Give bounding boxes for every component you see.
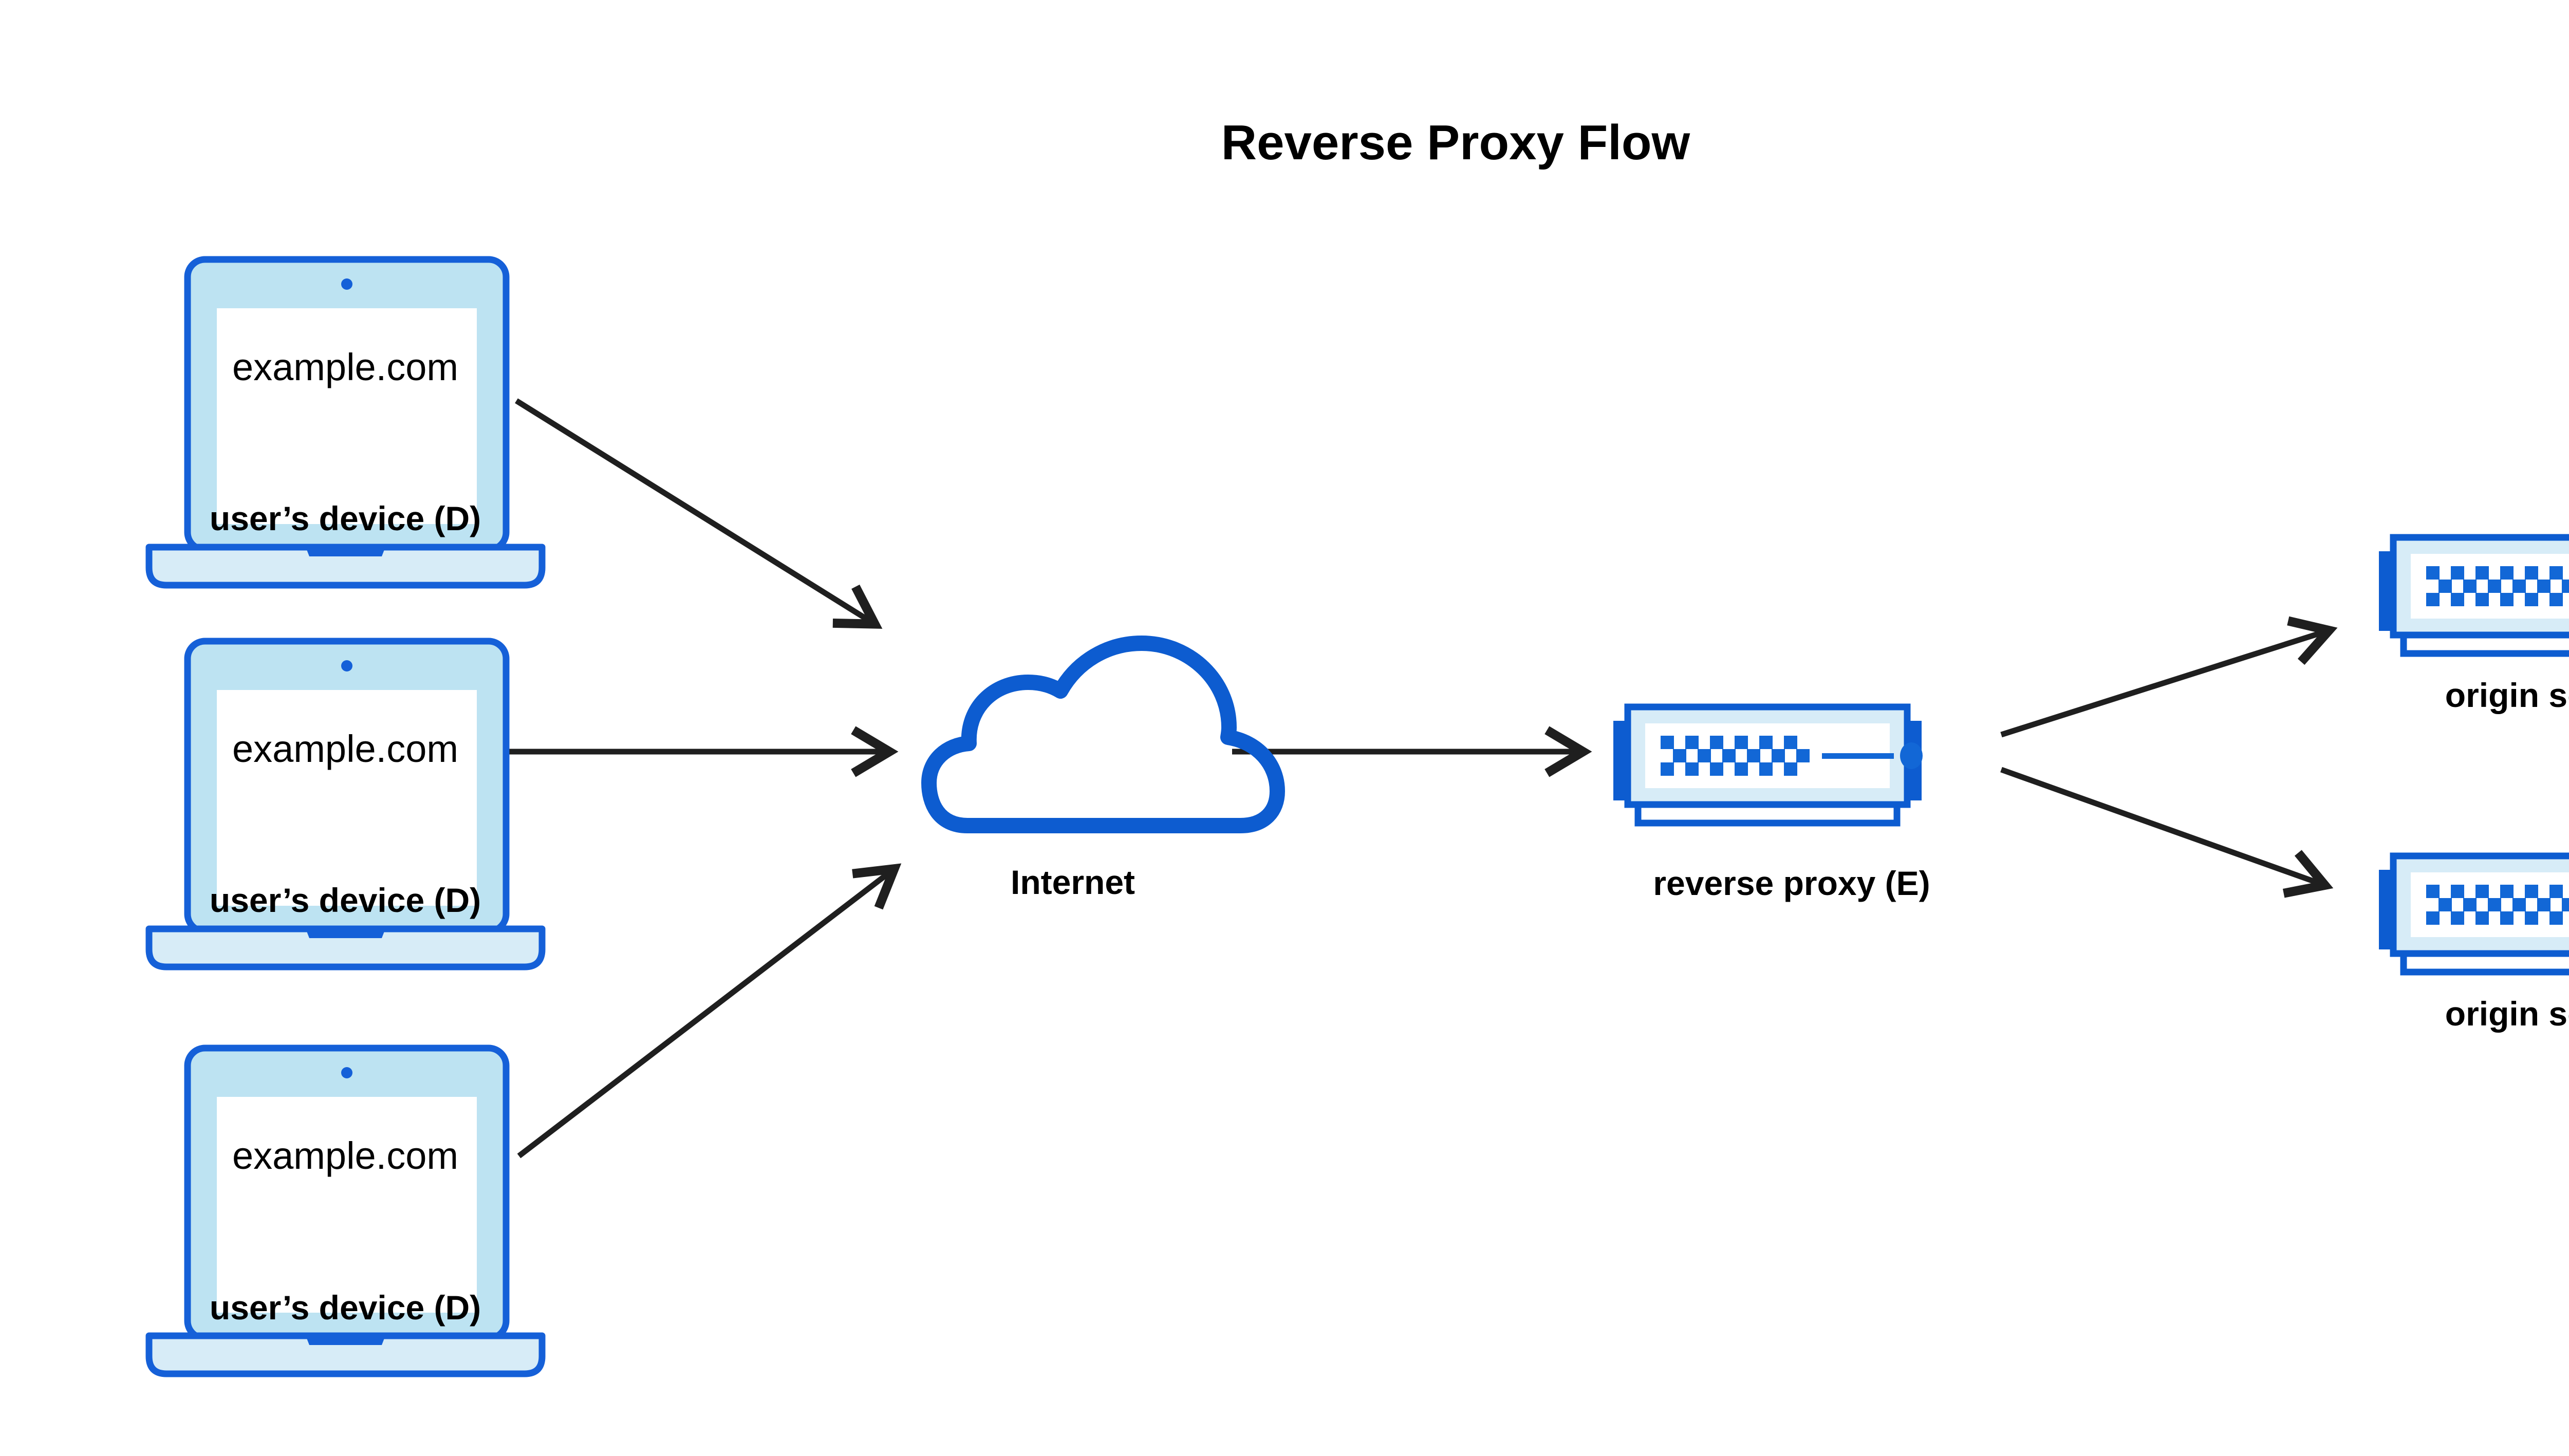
server-icon — [2379, 856, 2569, 972]
origin-server-label: origin server (F) — [2445, 676, 2569, 714]
edge-device-top-to-internet — [515, 398, 883, 629]
edge-device-bottom-to-internet — [517, 863, 902, 1159]
device-screen-text: example.com — [232, 727, 458, 770]
device-label: user’s device (D) — [210, 881, 481, 919]
node-device-bottom[interactable]: example.com user’s device (D) — [149, 1048, 542, 1374]
node-device-middle[interactable]: example.com user’s device (D) — [149, 641, 542, 967]
edge-proxy-to-origin-bottom — [2000, 767, 2334, 898]
node-device-top[interactable]: example.com user’s device (D) — [149, 259, 542, 585]
origin-server-label: origin server (F) — [2445, 995, 2569, 1033]
server-icon — [1613, 707, 1923, 823]
edge-layer — [504, 398, 2338, 1159]
device-screen-text: example.com — [232, 1134, 458, 1177]
node-origin-bottom[interactable]: origin server (F) — [2379, 856, 2569, 1033]
device-screen-text: example.com — [232, 346, 458, 388]
edge-proxy-to-origin-top — [2000, 616, 2338, 738]
node-reverse-proxy[interactable]: reverse proxy (E) — [1613, 707, 1930, 902]
reverse-proxy-label: reverse proxy (E) — [1653, 864, 1930, 902]
node-internet[interactable]: Internet — [929, 643, 1277, 901]
server-icon — [2379, 537, 2569, 654]
page-title: Reverse Proxy Flow — [1221, 115, 1690, 170]
internet-label: Internet — [1011, 863, 1135, 901]
device-label: user’s device (D) — [210, 499, 481, 537]
node-origin-top[interactable]: origin server (F) — [2379, 537, 2569, 714]
cloud-icon — [929, 643, 1277, 826]
device-label: user’s device (D) — [210, 1289, 481, 1327]
